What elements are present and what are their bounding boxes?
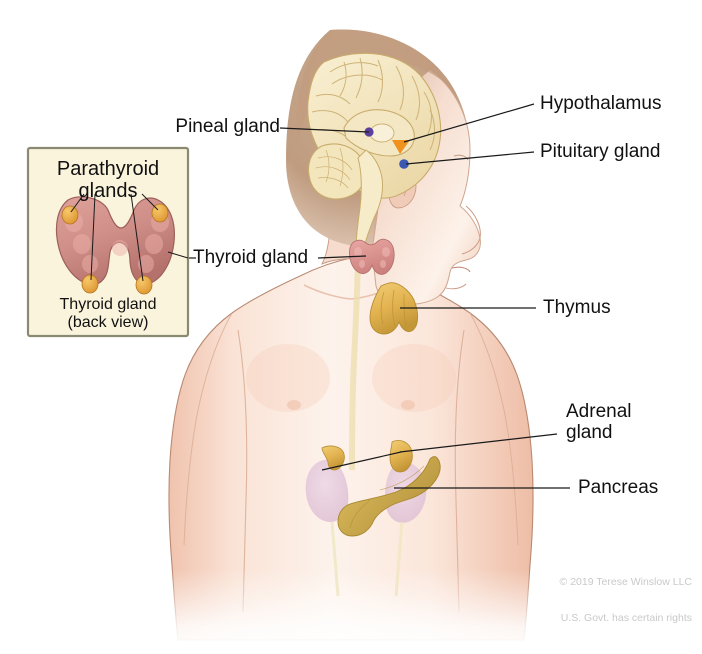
label-adrenal-gland-line1: Adrenal [566,401,632,422]
leader-pituitary [405,151,535,165]
label-pineal-gland: Pineal gland [175,116,280,137]
leader-adrenal [399,433,558,453]
label-adrenal-gland-line2: gland [566,422,613,443]
label-pituitary-gland: Pituitary gland [540,141,661,162]
inset-caption-line1: Thyroid gland [59,296,157,313]
lip-line [451,266,471,273]
copyright-notice: © 2019 Terese Winslow LLC U.S. Govt. has… [560,552,692,648]
cerebellum-folia [315,147,353,189]
parathyroid-inset [26,146,190,338]
inset-leader-lines [70,193,189,282]
brain-section [307,52,442,471]
chin-contour [445,283,467,290]
inset-title-line2: glands [78,180,138,202]
leader-hypothalamus [403,103,535,143]
thymus-organ [369,282,419,335]
inset-caption-line2: (back view) [67,314,149,331]
pituitary-gland-marker [399,159,409,169]
left-adrenal-gland [321,445,345,471]
left-ureter [330,521,340,597]
cerebellum [307,143,367,200]
right-chest-shading [372,344,456,412]
thyroid-highlights [354,247,390,268]
pancreas-texture [349,465,425,529]
brainstem [355,149,383,249]
thalamus [369,123,395,143]
copyright-line2: U.S. Govt. has certain rights [560,612,692,624]
left-clavicle [303,284,352,300]
hypothalamus-marker [392,140,410,154]
thyroid-gland-organ [349,238,395,275]
right-ureter [394,521,404,597]
nose-contour [461,205,481,255]
label-pancreas: Pancreas [578,477,659,498]
eye-line [453,154,469,161]
label-thyroid-gland: Thyroid gland [193,247,309,268]
leader-thyroid-right [317,255,367,259]
parathyroid-lower-left [81,274,99,294]
inset-thyroid-organ [55,196,175,295]
thymus-lobes [380,289,407,327]
left-nipple [287,400,301,410]
spinal-cord [349,247,361,471]
head-illustration [286,29,481,471]
leader-lines [180,103,570,489]
inset-title-line1: Parathyroid [56,158,160,180]
copyright-line1: © 2019 Terese Winslow LLC [559,576,692,588]
right-nipple [401,400,415,410]
parathyroid-upper-left [61,205,79,225]
left-chest-shading [246,344,330,412]
label-hypothalamus: Hypothalamus [540,93,662,114]
right-adrenal-gland [389,440,413,473]
leader-adrenal-2 [321,451,402,471]
parathyroid-lower-right [135,275,153,295]
abdominal-organs [305,440,441,597]
leader-pineal [279,127,370,133]
label-thymus: Thymus [543,297,611,318]
pancreas-shape [337,456,441,537]
left-kidney [305,459,349,523]
